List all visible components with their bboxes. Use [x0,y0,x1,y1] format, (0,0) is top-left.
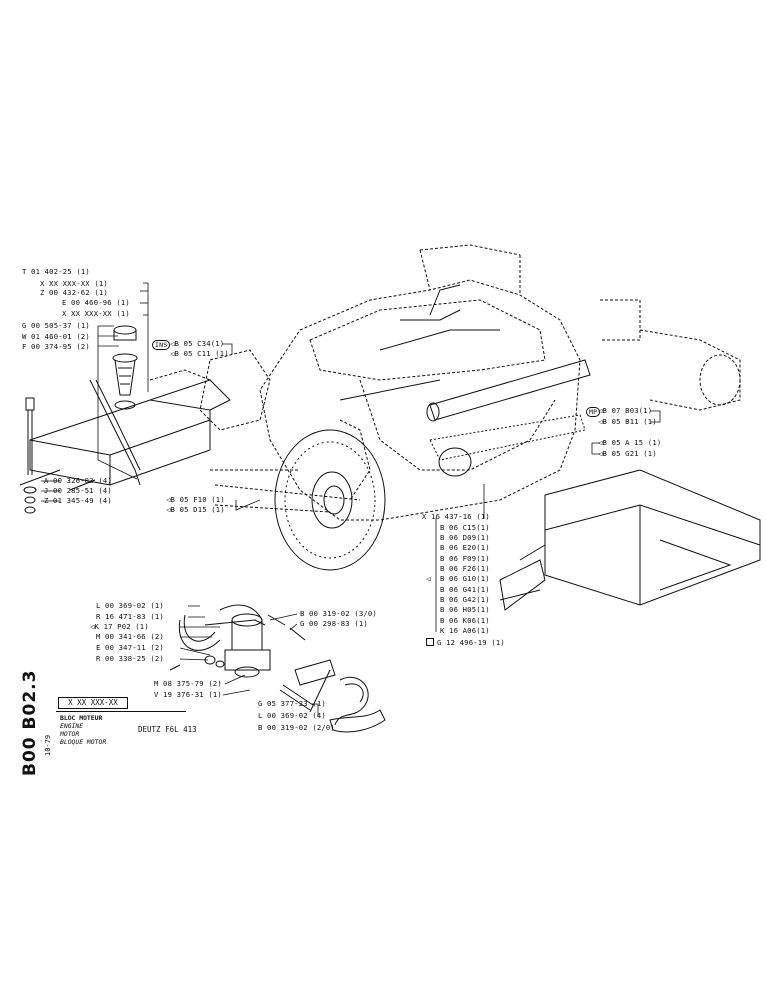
page-code-text: B00 B02.3 [20,669,40,776]
callout-filter-4: E 00 460-96 (1) [62,298,130,307]
callout-filter-5: X XX XXX-XX (1) [62,309,130,318]
mp-ref-2-text: B 05 B11 (1) [602,417,657,426]
callout-filter-7: W 01 460-01 (2) [22,332,90,341]
pump-right-2: G 00 298-83 (1) [300,619,368,628]
bolt-washers [19,379,141,514]
pump-callout-6: R 00 338-25 (2) [96,654,164,663]
callout-tank-2: J 00 285-51 (4) [44,486,112,495]
pump-callout-3: ◁K 17 P02 (1) [90,622,149,631]
engine-list-item: B 06 G41(1) [440,585,490,594]
fuel-tank [29,369,231,486]
hose-ref-3: B 00 319-02 (2/0) [258,723,335,732]
filler-filter-parts [112,325,138,410]
engine-list-footer-text: G 12 496-19 (1) [437,638,505,647]
right-ref-1: ◁B 05 A 15 (1) [598,438,662,447]
pump-bottom-2: V 19 376-31 (1) [154,690,222,699]
engine-list-item: B 06 F09(1) [440,554,490,563]
flywheel-ref-2: ◁B 05 D15 (1) [166,505,225,514]
flywheel-ref-1-text: B 05 F10 (1) [170,495,225,504]
callout-filter-6: G 00 505-37 (1) [22,321,90,330]
flywheel-ref-1: ◁B 05 F10 (1) [166,495,225,504]
hose-ref-1: G 05 377-23 (1) [258,699,326,708]
desc-de: MOTOR [60,730,80,738]
engine-list-footer: G 12 496-19 (1) [426,638,505,647]
callout-filter-8: F 00 374-95 (2) [22,342,90,351]
mp-ref-2: ◁B 05 B11 (1) [598,417,657,426]
hose-ref-2: L 00 369-02 (4) [258,711,326,720]
callout-filter-2: X XX XXX-XX (1) [40,279,108,288]
flywheel [274,429,386,571]
ins-ref-1-text: B 05 C34(1) [174,339,225,348]
leader-lines [41,282,661,716]
callout-tank-1: A 00 326-83 (4) [44,476,112,485]
pump-callout-2: R 16 471-83 (1) [96,612,164,621]
engine-model: DEUTZ F6L 413 [138,725,197,734]
engine-list-item: B 06 E20(1) [440,543,490,552]
pump-right-1: B 00 319-02 (3/0) [300,609,377,618]
callout-filter-1: T 01 402-25 (1) [22,267,90,276]
mp-badge: MP [586,407,601,417]
right-ref-2: ◁B 05 G21 (1) [598,449,657,458]
page-date-text: 10-79 [44,734,52,756]
ins-ref-1: ◁B 05 C34(1) [170,339,225,348]
desc-en: ENGINE [60,722,84,730]
engine-list-item: B 06 F26(1) [440,564,490,573]
ins-ref-2-text: B 05 C11 (1) [174,349,229,358]
ins-badge: INS [152,340,171,350]
pump-callout-4: M 00 341-66 (2) [96,632,164,641]
page-date: 10-79 [44,720,54,760]
engine-list-item: B 06 G10(1) [440,574,490,583]
manifold-pipes [339,284,591,477]
flywheel-ref-2-text: B 05 D15 (1) [170,505,225,514]
title-divider [56,711,186,712]
page-code: B00 B02.3 [20,660,40,780]
engine-block-outline [199,244,741,521]
air-cleaner-box [499,469,761,611]
engine-list-item: K 16 A06(1) [440,626,490,635]
callout-tank-3: Z 01 345-49 (4) [44,496,112,505]
mp-ref-1-text: B 07 B03(1) [602,406,653,415]
engine-list-item: B 06 H05(1) [440,605,490,614]
mp-ref-1: ◁B 07 B03(1) [598,406,653,415]
engine-list-arrow: ◁ [426,574,431,583]
pump-callout-1: L 00 369-02 (1) [96,601,164,610]
part-number-box: X XX XXX-XX [58,697,128,709]
pump-bottom-1: M 08 375-79 (2) [154,679,222,688]
square-marker-icon [426,638,434,646]
right-ref-2-text: B 05 G21 (1) [602,449,657,458]
engine-list-item: B 06 C15(1) [440,523,490,532]
fuel-pump-assembly [169,604,386,733]
ins-ref-2: ◁B 05 C11 (1) [170,349,229,358]
callout-filter-3: Z 00 432-62 (1) [40,288,108,297]
right-ref-1-text: B 05 A 15 (1) [602,438,662,447]
engine-list-header: X 16 437-16 (1) [422,512,490,521]
engine-list-item: B 06 D09(1) [440,533,490,542]
desc-es: BLOQUE MOTOR [60,738,107,746]
pump-callout-3-text: K 17 P02 (1) [94,622,149,631]
desc-fr: BLOC MOTEUR [60,714,103,722]
pump-callout-5: E 00 347-11 (2) [96,643,164,652]
engine-list-item: B 06 K06(1) [440,616,490,625]
engine-list-item: B 06 G42(1) [440,595,490,604]
